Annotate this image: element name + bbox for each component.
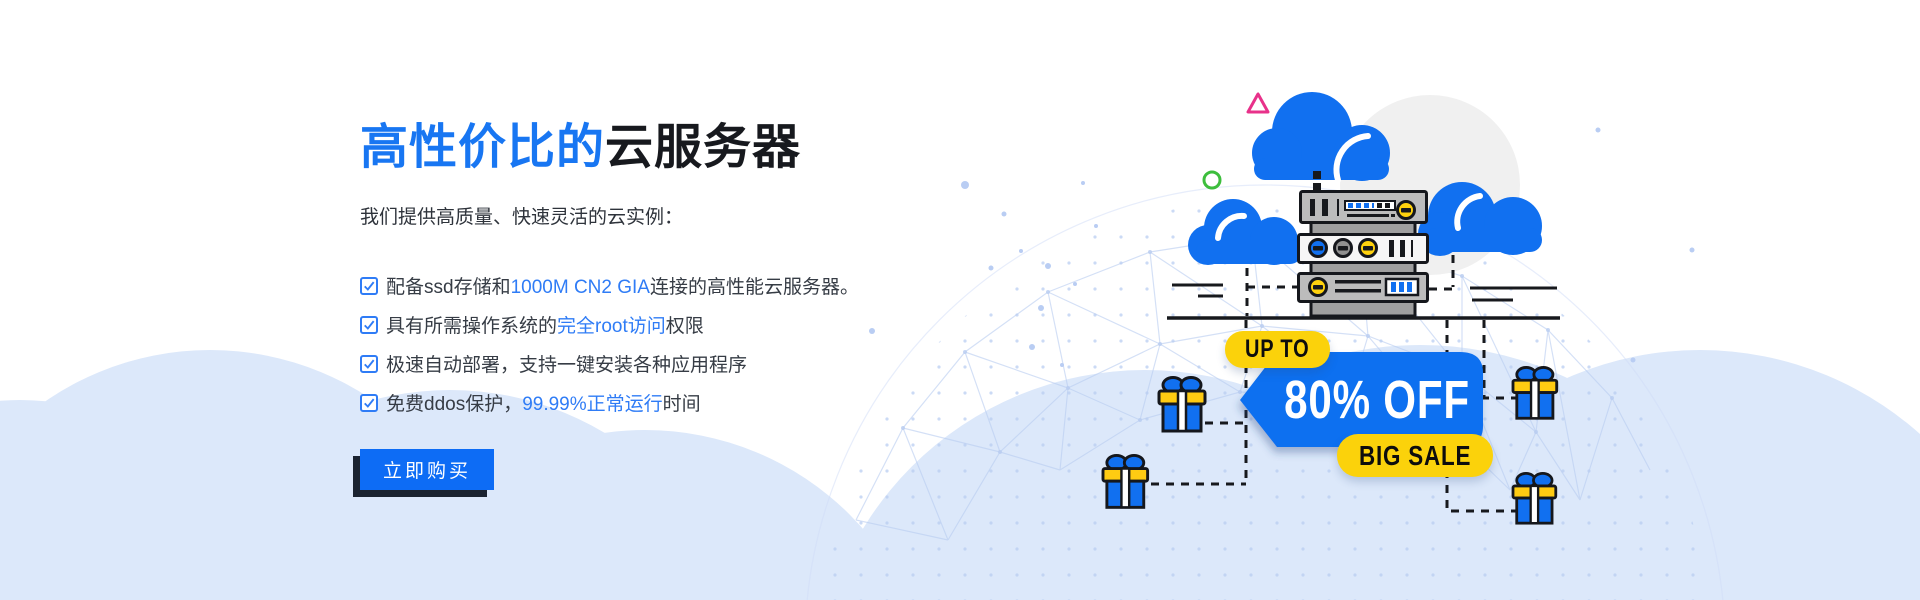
gift-icon bbox=[1101, 453, 1150, 509]
server-rack bbox=[1297, 171, 1429, 318]
discount-label: 80% OFF bbox=[1284, 370, 1471, 430]
checkbox-checked-icon bbox=[360, 393, 378, 412]
checkbox-checked-icon bbox=[360, 354, 378, 373]
big-sale-label: BIG SALE bbox=[1358, 439, 1472, 471]
triangle-outline-icon bbox=[1246, 92, 1270, 114]
feature-text: 极速自动部署，支持一键安装各种应用程序 bbox=[386, 355, 748, 376]
hero-subtitle: 我们提供高质量、快速灵活的云实例： bbox=[360, 207, 684, 228]
feature-item: 极速自动部署，支持一键安装各种应用程序 bbox=[360, 344, 920, 383]
cloud-icon-top bbox=[1252, 92, 1390, 183]
buy-now-button[interactable]: 立即购买 bbox=[353, 449, 501, 497]
checkbox-checked-icon bbox=[360, 276, 378, 295]
buy-now-label: 立即购买 bbox=[360, 449, 494, 490]
up-to-badge: UP TO bbox=[1225, 331, 1330, 368]
title-rest: 云服务器 bbox=[605, 121, 802, 174]
ground-lines bbox=[1167, 283, 1560, 320]
feature-text: 免费ddos保护，99.99%正常运行时间 bbox=[386, 394, 701, 415]
dashed-connectors-top bbox=[1245, 255, 1455, 316]
up-to-label: UP TO bbox=[1245, 335, 1310, 363]
discount-badge: 80% OFF bbox=[1272, 353, 1483, 447]
feature-text: 具有所需操作系统的完全root访问权限 bbox=[386, 316, 704, 337]
big-sale-badge: BIG SALE bbox=[1337, 434, 1493, 477]
circle-outline-icon bbox=[1202, 170, 1222, 190]
cloud-icon-left bbox=[1188, 199, 1302, 265]
gift-icon bbox=[1511, 365, 1559, 420]
gift-icon bbox=[1511, 471, 1558, 525]
hero-content: 高性价比的云服务器 我们提供高质量、快速灵活的云实例： 配备ssd存储和1000… bbox=[353, 123, 920, 502]
feature-list: 配备ssd存储和1000M CN2 GIA连接的高性能云服务器。 具有所需操作系… bbox=[360, 266, 920, 422]
cloud-icon-right bbox=[1418, 182, 1542, 256]
gift-icon bbox=[1157, 376, 1207, 433]
feature-item: 配备ssd存储和1000M CN2 GIA连接的高性能云服务器。 bbox=[360, 266, 920, 305]
feature-item: 免费ddos保护，99.99%正常运行时间 bbox=[360, 383, 920, 422]
feature-item: 具有所需操作系统的完全root访问权限 bbox=[360, 305, 920, 344]
page-title: 高性价比的云服务器 bbox=[360, 123, 920, 173]
title-highlight: 高性价比的 bbox=[360, 121, 606, 174]
scatter-dots bbox=[869, 127, 1695, 367]
checkbox-checked-icon bbox=[360, 315, 378, 334]
sale-banner-shape bbox=[1240, 352, 1483, 447]
feature-text: 配备ssd存储和1000M CN2 GIA连接的高性能云服务器。 bbox=[386, 277, 859, 298]
